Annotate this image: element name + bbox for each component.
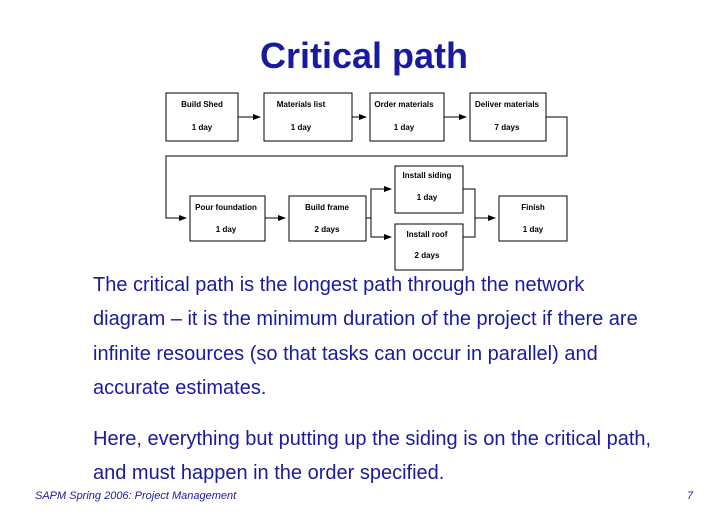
task-label: Order materials (374, 100, 434, 109)
body-paragraph-critical-path-example: Here, everything but putting up the sidi… (93, 428, 652, 485)
task-label: Install roof (407, 230, 448, 239)
task-duration: 2 days (315, 225, 340, 234)
task-label: Finish (521, 203, 545, 212)
task-label: Materials list (277, 100, 326, 109)
task-label: Build frame (305, 203, 350, 212)
edge-build-frame-install-roof (370, 218, 392, 240)
slide-footer: SAPM Spring 2006: Project Management (35, 490, 237, 502)
task-node-install-siding: Install siding 1 day (394, 165, 464, 214)
task-node-order-materials: Order materials 1 day (369, 92, 445, 142)
edge-deliver-materials-pour-foundation (165, 116, 568, 221)
task-label: Pour foundation (195, 203, 257, 212)
edge-build-frame-install-siding (366, 186, 392, 219)
connector-lines (165, 114, 568, 240)
task-node-deliver-materials: Deliver materials 7 days (469, 92, 547, 142)
task-node-pour-foundation: Pour foundation 1 day (189, 195, 266, 242)
task-node-install-roof: Install roof 2 days (394, 223, 464, 271)
page-number: 7 (687, 490, 694, 502)
task-node-build-shed: Build Shed 1 day (165, 92, 239, 142)
task-node-materials-list: Materials list 1 day (263, 92, 353, 142)
body-paragraph-critical-path-definition: The critical path is the longest path th… (93, 274, 638, 399)
task-duration: 1 day (291, 123, 312, 132)
task-label: Install siding (403, 171, 452, 180)
task-duration: 2 days (415, 251, 440, 260)
task-label: Build Shed (181, 100, 223, 109)
slide-title: Critical path (259, 35, 469, 76)
task-duration: 1 day (192, 123, 213, 132)
task-node-build-frame: Build frame 2 days (288, 195, 367, 242)
edge-install-roof-finish (463, 218, 476, 238)
task-duration: 1 day (523, 225, 544, 234)
task-duration: 7 days (495, 123, 520, 132)
task-duration: 1 day (417, 193, 438, 202)
edge-install-siding-finish (463, 188, 496, 221)
task-node-finish: Finish 1 day (498, 195, 568, 242)
task-label: Deliver materials (475, 100, 540, 109)
task-duration: 1 day (394, 123, 415, 132)
task-duration: 1 day (216, 225, 237, 234)
